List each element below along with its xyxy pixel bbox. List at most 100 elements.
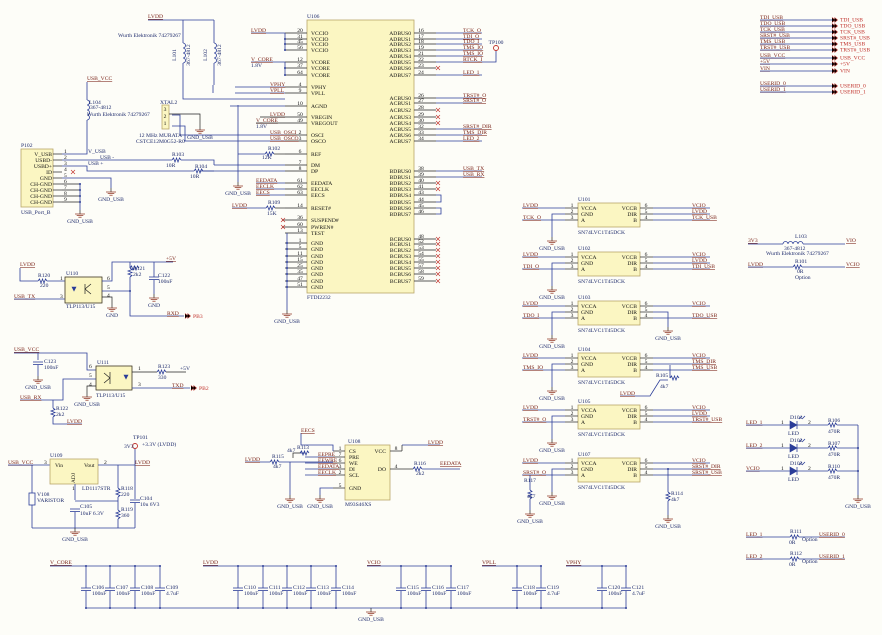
pin-name: VCCA: [581, 255, 597, 261]
pin-number: 27: [418, 98, 424, 104]
shifter-part: SN74LVC1T45DCK: [578, 485, 625, 491]
net-label: SRST#_USB: [692, 470, 722, 476]
port-arrow-icon: [834, 35, 838, 41]
shifter-part: SN74LVC1T45DCK: [578, 279, 625, 285]
pin-number: 32: [418, 124, 424, 130]
pin-number: 2: [571, 258, 574, 264]
resistor-value: 2k2: [416, 471, 425, 477]
pin-name: VREGIN: [311, 115, 332, 121]
pin-name: B: [633, 368, 637, 374]
pin-name: EECLK: [311, 187, 329, 193]
light-emission-icon: [798, 415, 806, 420]
resistor-ref: R106: [828, 418, 840, 424]
pin-number: 6: [64, 179, 67, 185]
pin-number: 1: [571, 458, 574, 464]
pin-number: 3: [571, 470, 574, 476]
pin-number: 4: [64, 167, 67, 173]
junction-dot: [262, 565, 264, 567]
no-connect-icon: [435, 247, 441, 253]
net-label: LVDD: [523, 405, 538, 411]
pin-number: 8: [395, 446, 398, 452]
voltage-label: 1.8V: [251, 63, 262, 69]
net-label: TRST#_USB: [692, 417, 722, 423]
led-part: LED: [788, 431, 799, 437]
net-label: TMS_IO: [463, 45, 483, 51]
pin-name: OSCO: [311, 139, 326, 145]
resistor-value: 0R: [789, 562, 796, 568]
pin-number: 14: [297, 203, 303, 209]
pin-number: 3: [571, 365, 574, 371]
net-label: USERID_0: [819, 532, 845, 538]
pin-number: 12: [297, 57, 303, 63]
net-label: EECS: [256, 190, 270, 196]
resistor-ref: R109: [268, 200, 280, 206]
pin-number: 20: [297, 28, 303, 34]
pin-name: GND: [311, 279, 323, 285]
pin-name: B: [633, 218, 637, 224]
no-connect-icon: [435, 65, 441, 71]
no-connect-icon: [435, 271, 441, 277]
no-connect-icon: [435, 241, 441, 247]
pin-name: VPLL: [311, 91, 326, 97]
led-emitter-icon: [123, 374, 129, 380]
net-label: USB_OSCI: [270, 130, 297, 136]
cap-ref: C108: [141, 585, 153, 591]
cap-value: 100nF: [407, 591, 421, 597]
port-label: VIN: [840, 69, 850, 75]
junction-dot: [286, 255, 288, 257]
net-wire: [14, 352, 96, 371]
shifter-ref: U103: [578, 295, 591, 301]
pin-number: 52: [418, 239, 424, 245]
ground-label: GND_USB: [539, 501, 565, 507]
junction-dot: [159, 565, 161, 567]
pin-number: 9: [299, 88, 302, 94]
usb-connector: [20, 148, 54, 208]
pin-name: VCCB: [622, 461, 638, 467]
cap-value: 100nF: [269, 591, 283, 597]
resistor-ref: R113: [297, 445, 309, 451]
port-label: TRST#_USB: [840, 48, 870, 54]
net-label: EECLK: [256, 184, 274, 190]
pin-name: BDBUS4: [390, 193, 412, 199]
pin-number: 37: [297, 63, 303, 69]
pin-number: 38: [418, 166, 424, 172]
net-label: USERID_1: [760, 87, 786, 93]
pin-number: 34: [418, 136, 424, 142]
pin-name: VCCA: [581, 461, 597, 467]
pin-number: 53: [418, 245, 424, 251]
pin-number: 45: [418, 203, 424, 209]
level-shifter: [577, 352, 641, 378]
pin-name: ACBUS2: [390, 108, 412, 114]
pin-name: ACBUS7: [390, 139, 412, 145]
varistor-ref: V108: [37, 492, 50, 498]
pin-number: 1: [781, 443, 784, 449]
pin-name: GND: [40, 176, 52, 182]
pin-number: 1: [72, 486, 75, 492]
net-label: LVDD: [523, 353, 538, 359]
junction-dot: [601, 565, 603, 567]
pin-number: 33: [418, 130, 424, 136]
pin-name: BCBUS0: [390, 237, 411, 243]
pin-number: 8: [299, 166, 302, 172]
ground-label: GND_USB: [655, 524, 681, 530]
pin-name: SCL: [349, 473, 360, 479]
resistor-ref: R112: [790, 551, 802, 557]
ground-label: GND_USB: [225, 191, 251, 197]
port-label: USB_VCC: [840, 56, 865, 62]
net-label: TDO_I: [463, 39, 479, 45]
pin-number: 2: [104, 460, 107, 466]
mfr-label: Wurth Elektronik 74279267: [87, 112, 150, 118]
pin-name: ADBUS1: [389, 37, 411, 43]
pin-name: ACBUS0: [390, 96, 412, 102]
inductor-ref: L101: [172, 49, 178, 61]
junction-dot: [79, 201, 81, 203]
pin-number: 5: [89, 373, 92, 379]
cap-value: 100nF: [342, 591, 356, 597]
pin-name: ADBUS5: [389, 60, 411, 66]
cap-ref: C110: [244, 585, 256, 591]
pin-number: 6: [107, 276, 110, 282]
resistor-ref: R110: [828, 464, 840, 470]
net-wire: [181, 159, 215, 165]
net-label: USB_VCC: [87, 76, 112, 82]
ground-label: GND_USB: [67, 219, 93, 225]
